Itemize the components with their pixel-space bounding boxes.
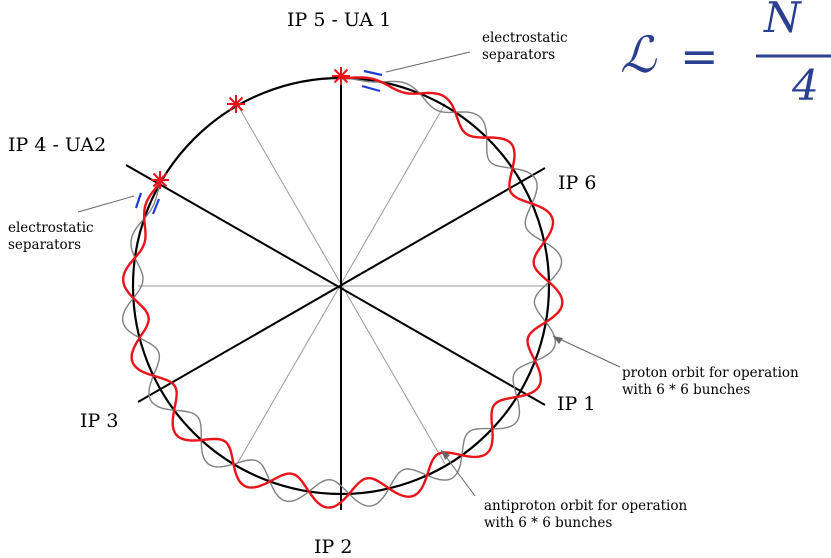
proton-orbit: [121, 76, 564, 509]
formula-equals: =: [680, 29, 719, 83]
leader-arrowheads: [441, 336, 563, 460]
electrostatic-separators-left: [134, 192, 161, 215]
separators-top-line2: separators: [482, 47, 555, 63]
collision-marker-mid: [227, 95, 245, 113]
formula-denominator: 4: [791, 61, 819, 110]
separators-left-line2: separators: [8, 237, 81, 253]
axis-ip3-ip6: [137, 167, 546, 403]
separators-top-line1: electrostatic: [482, 30, 568, 46]
separators-left-line1: electrostatic: [8, 220, 94, 236]
leader-separators-left: [77, 195, 135, 213]
antiproton-orbit-caption-line1: antiproton orbit for operation: [484, 498, 688, 514]
separator-plate: [363, 69, 383, 77]
ip-axes: [125, 72, 546, 510]
ip2-label: IP 2: [314, 536, 352, 558]
antiproton-orbit-caption-line2: with 6 * 6 bunches: [484, 515, 612, 531]
collision-marker-ip5: [332, 67, 350, 85]
collision-marker-ip4: [151, 171, 169, 189]
arrowhead: [553, 336, 563, 344]
leader-separators-top: [385, 51, 471, 73]
leader-proton: [552, 335, 621, 368]
ip4-label: IP 4 - UA2: [8, 134, 106, 156]
proton-orbit-caption-line1: proton orbit for operation: [622, 365, 799, 381]
arrowhead: [441, 450, 450, 460]
separator-plate: [151, 198, 161, 215]
antiproton-orbit: [122, 77, 563, 507]
ip6-label: IP 6: [558, 172, 596, 194]
separator-plate: [361, 84, 381, 93]
ip3-label: IP 3: [80, 410, 118, 432]
luminosity-formula: ℒ = N 4: [620, 0, 831, 110]
axis-ip4-ip1: [125, 164, 546, 406]
ip5-label: IP 5 - UA 1: [287, 9, 391, 31]
ip1-label: IP 1: [557, 393, 595, 415]
formula-lhs: ℒ: [620, 26, 657, 84]
proton-orbit-caption-line2: with 6 * 6 bunches: [622, 382, 750, 398]
separator-plate: [134, 192, 143, 209]
collision-markers: [151, 67, 350, 189]
formula-numerator: N: [763, 0, 802, 42]
electrostatic-separators-top: [361, 69, 383, 93]
